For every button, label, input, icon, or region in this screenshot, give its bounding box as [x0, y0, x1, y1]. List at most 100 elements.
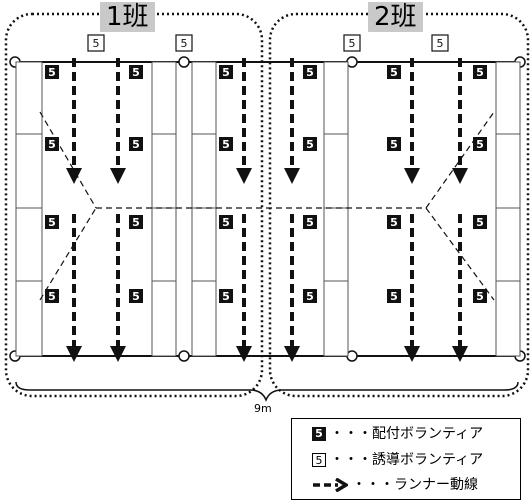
svg-text:5: 5: [306, 290, 314, 303]
distribution-volunteer-marker: 5: [45, 65, 59, 79]
svg-text:5: 5: [390, 66, 398, 79]
svg-text:5: 5: [390, 216, 398, 229]
svg-text:5: 5: [476, 290, 484, 303]
svg-text:5: 5: [222, 216, 230, 229]
distribution-volunteer-marker: 5: [45, 215, 59, 229]
distribution-volunteer-marker: 5: [129, 215, 143, 229]
guide-dash-line: [39, 207, 97, 301]
table-segment: [495, 61, 521, 135]
svg-text:5: 5: [390, 138, 398, 151]
runner-arrow: [284, 58, 300, 184]
runner-arrow: [404, 214, 420, 362]
legend-separator: ・・・: [330, 426, 372, 442]
svg-text:5: 5: [349, 37, 356, 50]
table-segment: [323, 133, 349, 209]
guidance-volunteer-marker: 5: [431, 34, 449, 52]
table-segment: [495, 280, 521, 357]
runner-arrow: [236, 58, 252, 184]
table-segment: [15, 61, 43, 135]
table-segment: [15, 207, 43, 282]
distribution-volunteer-marker: 5: [219, 289, 233, 303]
svg-text:5: 5: [48, 216, 56, 229]
runner-arrow: [66, 214, 82, 362]
guide-dash-line: [39, 111, 97, 209]
svg-text:5: 5: [437, 37, 444, 50]
table-segment: [15, 133, 43, 209]
legend-label-guidance: 誘導ボランティア: [372, 452, 484, 468]
legend-row-distribution: 5 ・・・ 配付ボランティア: [312, 424, 483, 444]
runner-arrow: [110, 214, 126, 362]
svg-text:5: 5: [222, 290, 230, 303]
distribution-volunteer-icon: 5: [312, 427, 326, 441]
guidance-volunteer-icon: 5: [312, 453, 326, 467]
runner-arrow: [66, 58, 82, 184]
svg-text:5: 5: [306, 66, 314, 79]
team-2-title: 2班: [368, 2, 423, 32]
table-segment: [151, 61, 177, 135]
table-segment: [151, 133, 177, 209]
svg-text:5: 5: [48, 66, 56, 79]
distribution-volunteer-marker: 5: [129, 65, 143, 79]
svg-text:5: 5: [93, 37, 100, 50]
svg-text:5: 5: [306, 138, 314, 151]
svg-text:5: 5: [476, 66, 484, 79]
distribution-volunteer-marker: 5: [473, 65, 487, 79]
distribution-volunteer-marker: 5: [303, 215, 317, 229]
distribution-volunteer-marker: 5: [129, 289, 143, 303]
distribution-volunteer-marker: 5: [387, 215, 401, 229]
team-2-border: [268, 12, 530, 398]
distribution-volunteer-marker: 5: [219, 215, 233, 229]
svg-text:5: 5: [132, 290, 140, 303]
svg-text:5: 5: [390, 290, 398, 303]
legend-label-distribution: 配付ボランティア: [372, 426, 484, 442]
svg-text:5: 5: [222, 138, 230, 151]
legend-label-runner: ランナー動線: [394, 477, 478, 493]
svg-text:5: 5: [306, 216, 314, 229]
table-segment: [15, 280, 43, 357]
runner-arrow: [452, 214, 468, 362]
svg-text:5: 5: [476, 138, 484, 151]
legend-separator: ・・・: [330, 452, 372, 468]
distribution-volunteer-marker: 5: [387, 289, 401, 303]
table-segment: [495, 207, 521, 282]
distribution-volunteer-marker: 5: [303, 289, 317, 303]
table-segment: [151, 207, 177, 282]
svg-text:5: 5: [181, 37, 188, 50]
svg-text:5: 5: [132, 138, 140, 151]
svg-text:5: 5: [132, 66, 140, 79]
table-segment: [323, 280, 349, 357]
table-segment: [191, 280, 217, 357]
runner-path-arrow-icon: [313, 478, 348, 492]
table-segment: [191, 61, 217, 135]
legend-separator: ・・・: [352, 477, 394, 493]
distribution-volunteer-marker: 5: [45, 137, 59, 151]
table-segment: [191, 133, 217, 209]
table-segment: [323, 61, 349, 135]
legend-row-guidance: 5 ・・・ 誘導ボランティア: [312, 450, 483, 470]
post-icon: [178, 350, 190, 362]
svg-text:5: 5: [132, 216, 140, 229]
runner-arrow: [404, 58, 420, 184]
table-segment: [191, 207, 217, 282]
runner-arrow: [110, 58, 126, 184]
team-1-title: 1班: [100, 2, 155, 32]
legend-row-runner: ・・・ ランナー動線: [312, 475, 478, 495]
distribution-volunteer-marker: 5: [303, 137, 317, 151]
distance-bracket: [15, 381, 519, 403]
distribution-volunteer-marker: 5: [473, 137, 487, 151]
distribution-volunteer-marker: 5: [387, 65, 401, 79]
distance-label: 9m: [254, 402, 272, 415]
distribution-volunteer-marker: 5: [45, 289, 59, 303]
table-segment: [151, 280, 177, 357]
distribution-volunteer-marker: 5: [473, 215, 487, 229]
runner-arrow: [452, 58, 468, 184]
distribution-volunteer-marker: 5: [219, 137, 233, 151]
runner-arrow: [284, 214, 300, 362]
guidance-volunteer-marker: 5: [175, 34, 193, 52]
distribution-volunteer-marker: 5: [473, 289, 487, 303]
svg-text:5: 5: [48, 138, 56, 151]
guidance-volunteer-marker: 5: [87, 34, 105, 52]
distribution-volunteer-marker: 5: [129, 137, 143, 151]
